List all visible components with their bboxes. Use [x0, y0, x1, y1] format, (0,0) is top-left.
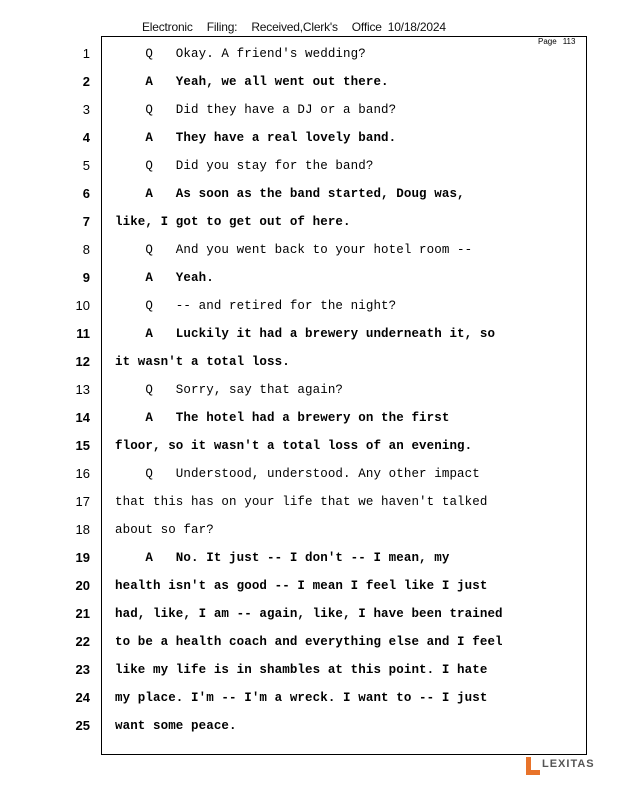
transcript-line: Q Okay. A friend's wedding? — [115, 47, 366, 61]
transcript-line: Q Sorry, say that again? — [115, 383, 344, 397]
transcript-line: A No. It just -- I don't -- I mean, my — [115, 551, 450, 565]
transcript-line: Q Did you stay for the band? — [115, 159, 374, 173]
line-number: 22 — [75, 634, 90, 649]
line-number: 23 — [75, 662, 90, 677]
line-number: 20 — [75, 578, 90, 593]
transcript-line: Q And you went back to your hotel room -… — [115, 243, 473, 257]
line-number: 3 — [82, 102, 90, 117]
transcript-line: it wasn't a total loss. — [115, 355, 290, 369]
line-number: 7 — [82, 214, 90, 229]
lexitas-logo-icon — [526, 757, 540, 775]
line-number: 18 — [75, 522, 90, 537]
line-number: 17 — [75, 494, 90, 509]
line-number: 9 — [82, 270, 90, 285]
line-number: 15 — [75, 438, 90, 453]
transcript-line: like my life is in shambles at this poin… — [115, 663, 488, 677]
transcript-line: A Yeah. — [115, 271, 214, 285]
line-number: 8 — [82, 242, 90, 257]
line-number: 13 — [75, 382, 90, 397]
transcript-line: health isn't as good -- I mean I feel li… — [115, 579, 488, 593]
transcript-line: to be a health coach and everything else… — [115, 635, 503, 649]
line-number: 2 — [82, 74, 90, 89]
page-value: 113 — [562, 37, 576, 46]
transcript-line: A Luckily it had a brewery underneath it… — [115, 327, 496, 341]
line-number: 1 — [82, 46, 90, 61]
transcript-line: that this has on your life that we haven… — [115, 495, 488, 509]
line-number: 25 — [75, 718, 90, 733]
line-number: 16 — [75, 466, 90, 481]
transcript-line: like, I got to get out of here. — [115, 215, 351, 229]
lexitas-logo-text: LEXITAS — [542, 758, 595, 770]
filing-electronic: Electronic — [142, 20, 193, 34]
page-number: Page 113 — [538, 37, 575, 46]
transcript-line: Q Did they have a DJ or a band? — [115, 103, 397, 117]
transcript-line: A The hotel had a brewery on the first — [115, 411, 450, 425]
line-number: 19 — [75, 550, 90, 565]
line-number: 11 — [76, 326, 90, 341]
transcript-line: about so far? — [115, 523, 214, 537]
line-number: 6 — [82, 186, 90, 201]
line-number: 21 — [75, 606, 90, 621]
transcript-line: floor, so it wasn't a total loss of an e… — [115, 439, 473, 453]
line-number: 24 — [75, 690, 90, 705]
transcript-line: had, like, I am -- again, like, I have b… — [115, 607, 503, 621]
transcript-line: Q Understood, understood. Any other impa… — [115, 467, 480, 481]
transcript-page-frame — [101, 36, 587, 755]
filing-header: Electronic Filing: Received,Clerk's Office 1… — [142, 20, 460, 34]
line-number: 5 — [82, 158, 90, 173]
lexitas-logo: LEXITAS — [526, 757, 595, 775]
filing-date: 10/18/2024 — [387, 20, 446, 34]
transcript-line: Q -- and retired for the night? — [115, 299, 397, 313]
line-number: 10 — [75, 298, 90, 313]
line-number: 4 — [82, 130, 90, 145]
transcript-line: my place. I'm -- I'm a wreck. I want to … — [115, 691, 488, 705]
filing-received: Received,Clerk's — [251, 20, 338, 34]
transcript-line: A Yeah, we all went out there. — [115, 75, 389, 89]
transcript-line: A They have a real lovely band. — [115, 131, 397, 145]
filing-office: Office — [351, 20, 382, 34]
filing-label: Filing: — [206, 20, 238, 34]
page-label: Page — [538, 37, 557, 46]
transcript-line: A As soon as the band started, Doug was, — [115, 187, 465, 201]
line-number: 14 — [75, 410, 90, 425]
transcript-line: want some peace. — [115, 719, 237, 733]
line-number: 12 — [75, 354, 90, 369]
